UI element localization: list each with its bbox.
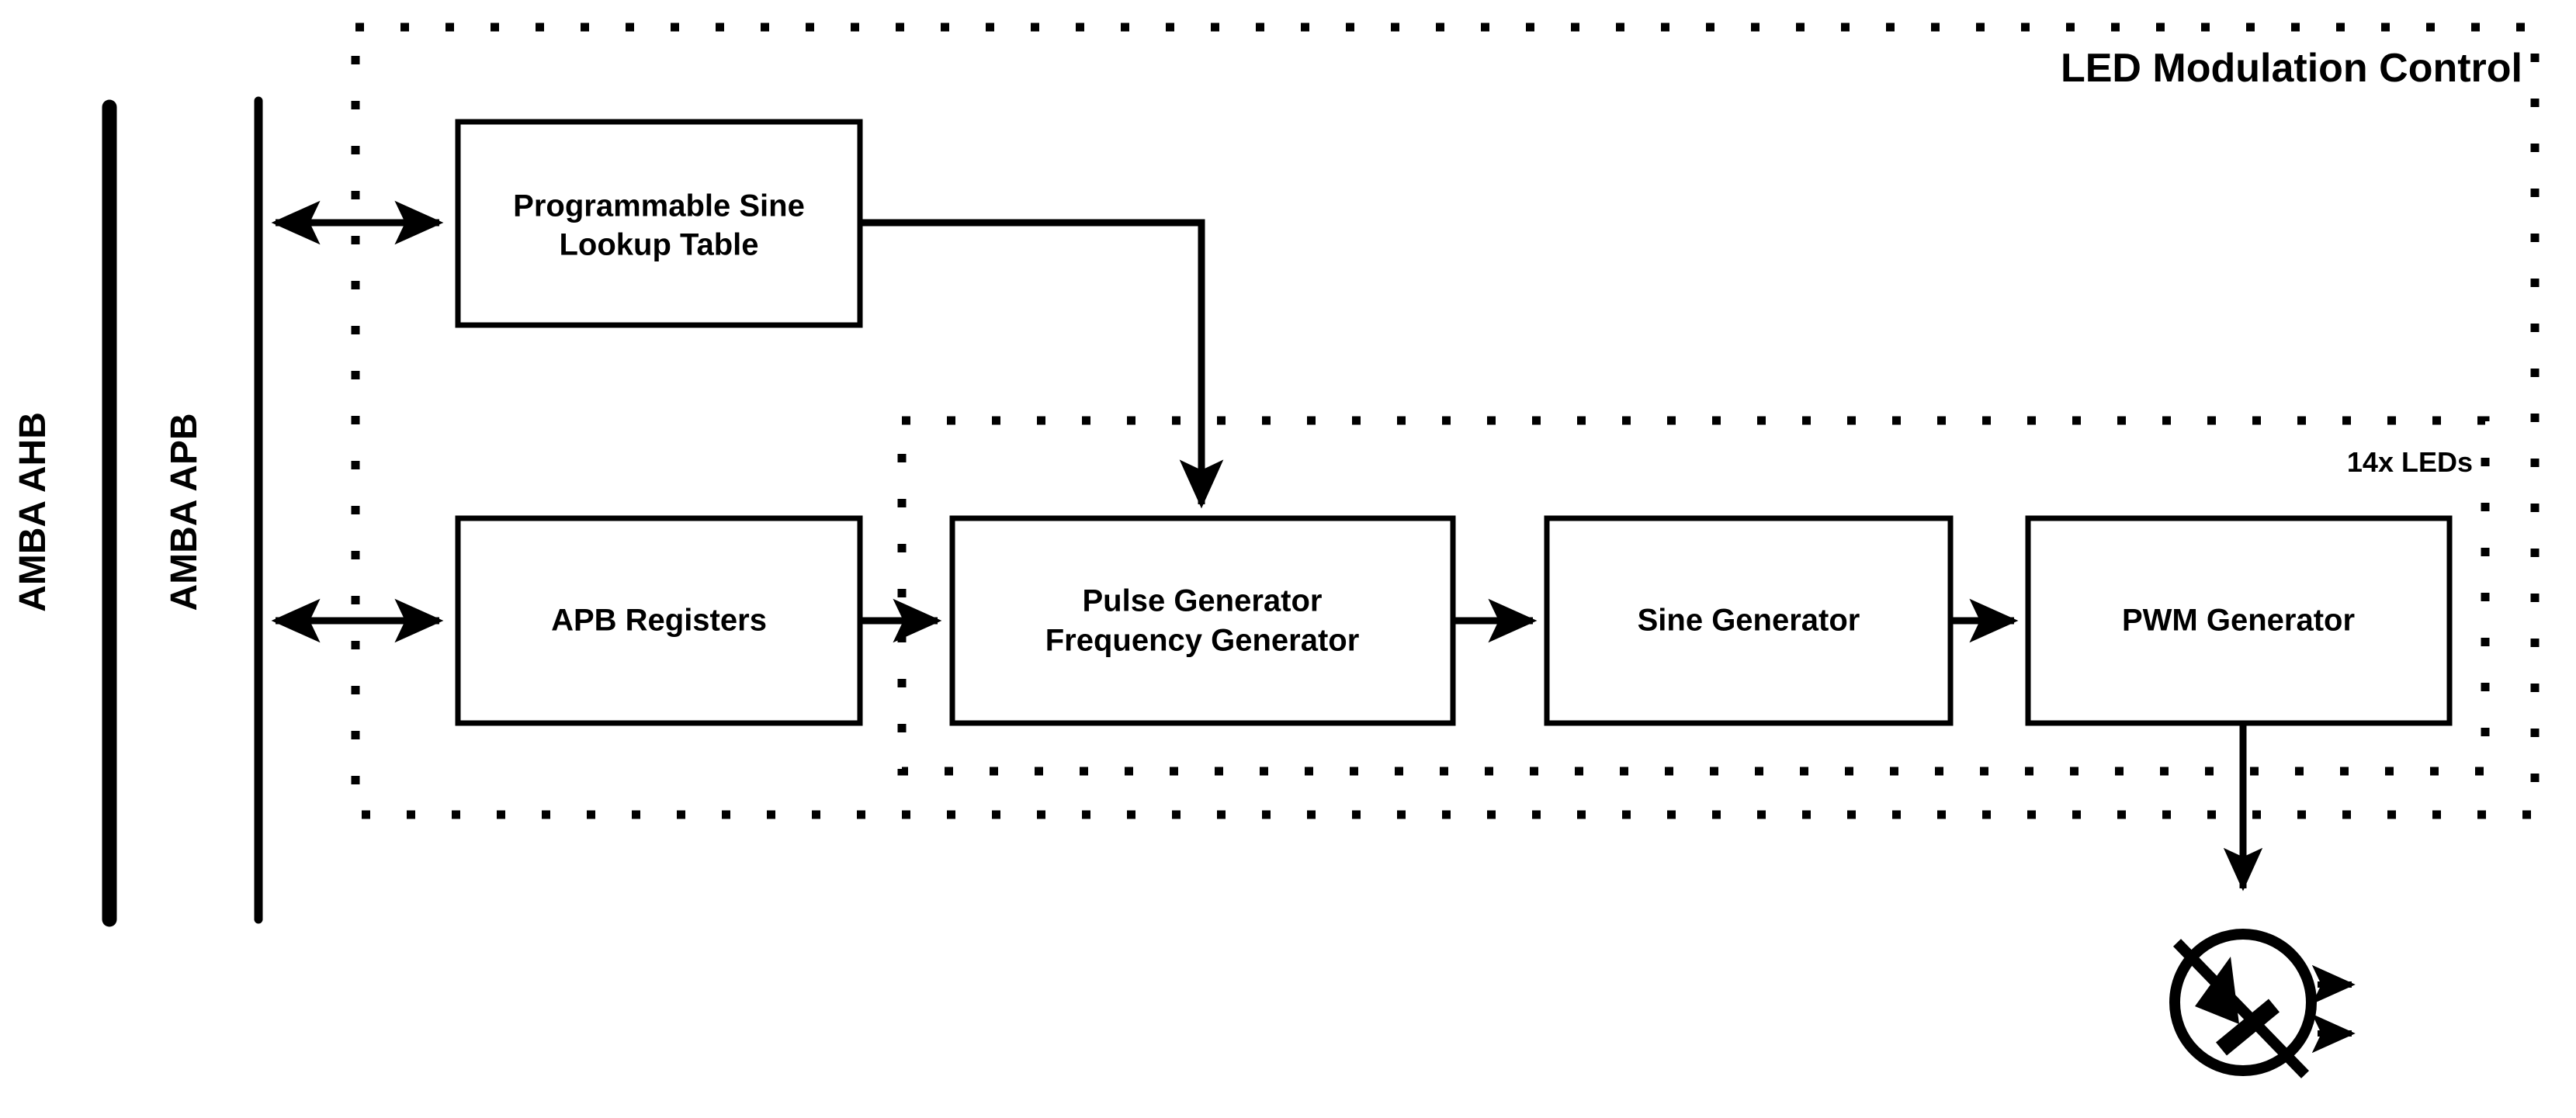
region-led-modulation-control — [351, 22, 2540, 819]
led-lead-diagonal — [2172, 939, 2310, 1078]
region-label-14x-leds: 14x LEDs — [2347, 446, 2473, 478]
block-label-sine-generator: Sine Generator — [1638, 604, 1860, 638]
led-cathode-bar — [2216, 999, 2280, 1056]
led-circle-outline — [2169, 929, 2317, 1076]
bus-label-amba-ahb: AMBA AHB — [12, 412, 54, 612]
bus-label-amba-apb: AMBA APB — [164, 413, 205, 611]
block-sine-generator[interactable] — [1544, 515, 1954, 726]
block-label-pulse-generator-line1: Pulse Generator — [1082, 584, 1322, 618]
led-diode-triangle — [2195, 957, 2239, 1024]
connector-sine-lut-to-pulse-generator — [860, 219, 1224, 509]
block-label-pulse-generator-line2: Frequency Generator — [1045, 624, 1360, 658]
block-label-sine-lut-line1: Programmable Sine — [513, 189, 805, 223]
block-pulse-generator[interactable] — [949, 515, 1456, 726]
block-label-pwm-generator-line1: PWM Generator — [2122, 604, 2355, 638]
block-label-sine-lut-line2: Lookup Table — [559, 228, 758, 262]
block-apb-registers[interactable] — [455, 515, 863, 726]
block-label-apb-registers: APB Registers — [551, 604, 767, 638]
block-label-pulse-generator: Pulse Generator Frequency Generator — [1045, 584, 1360, 658]
block-label-apb-registers-line1: APB Registers — [551, 604, 767, 638]
region-label-led-modulation-control: LED Modulation Control — [2061, 46, 2522, 91]
region-14x-leds — [897, 416, 2490, 776]
block-pwm-generator[interactable] — [2025, 515, 2453, 726]
block-label-sine-generator-line1: Sine Generator — [1638, 604, 1860, 638]
block-label-sine-lut: Programmable Sine Lookup Table — [513, 189, 805, 262]
block-sine-lut[interactable] — [455, 119, 863, 328]
led-symbol — [2169, 929, 2356, 1078]
block-label-pwm-generator: PWM Generator — [2122, 604, 2355, 638]
